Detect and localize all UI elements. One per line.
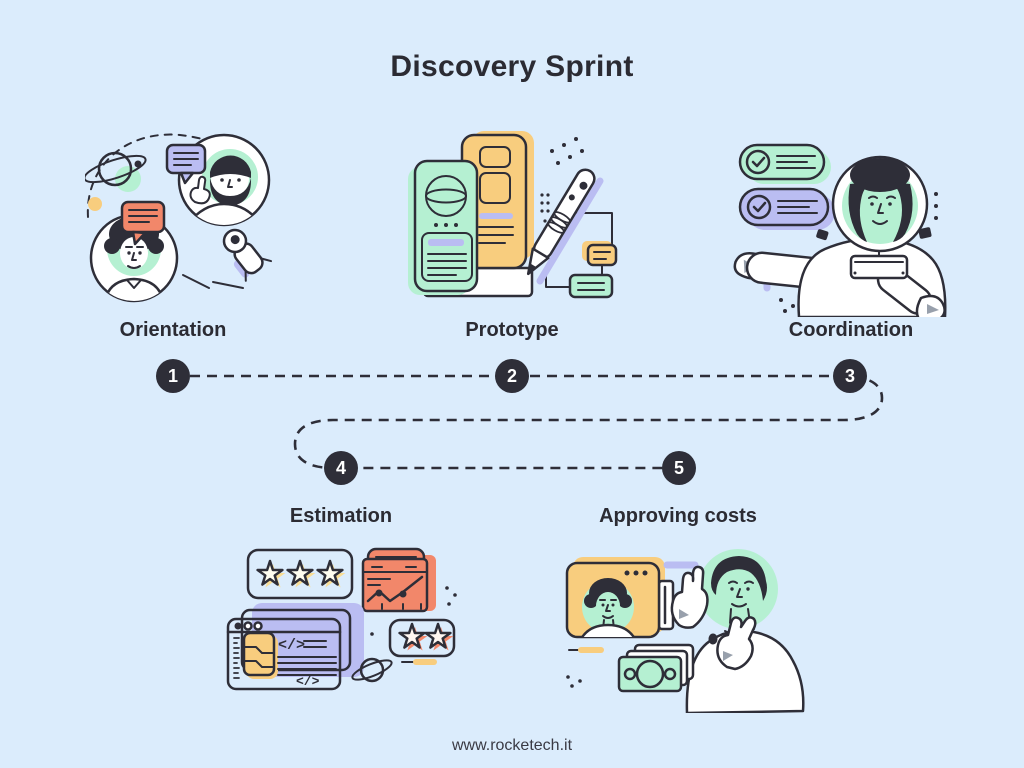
code-glyph: </> (278, 637, 305, 654)
two-star-rating-box (388, 618, 456, 665)
step-label-approving-costs: Approving costs (599, 505, 757, 527)
checklist-item-green (738, 143, 831, 184)
astronaut-checklist-illustration (733, 143, 947, 317)
code-glyph: </> (296, 674, 320, 689)
video-call-window (565, 557, 675, 639)
speech-bubble-purple-icon (165, 143, 207, 185)
step-label-orientation: Orientation (119, 319, 227, 341)
team-chat-rocket-illustration (85, 133, 273, 303)
dots-pattern (370, 586, 457, 636)
three-star-rating-panel (246, 548, 354, 600)
approving-person-figure (670, 549, 805, 713)
rocket-icon (182, 228, 273, 289)
step-badge-3: 3 (833, 359, 867, 393)
step-label-prototype: Prototype (465, 319, 559, 341)
flowchart-nodes (545, 212, 618, 299)
speech-bubble-orange-icon (120, 200, 166, 246)
wireframe-phone-green (408, 159, 479, 295)
astronaut-figure (733, 155, 947, 317)
step-badge-1: 1 (156, 359, 190, 393)
step-badge-5: 5 (662, 451, 696, 485)
dots-pattern (779, 192, 938, 313)
page-title: Discovery Sprint (390, 50, 634, 83)
step-label-coordination: Coordination (788, 319, 914, 341)
footer-url: www.rocketech.it (451, 737, 573, 754)
video-call-money-illustration (565, 549, 805, 713)
checklist-item-purple (738, 187, 835, 230)
money-banknotes-icon (617, 643, 695, 693)
step-label-estimation: Estimation (289, 505, 393, 527)
code-browser-window: </> </> (226, 603, 364, 691)
analytics-chart-window (361, 547, 436, 613)
mobile-wireframes-pen-illustration (408, 131, 618, 299)
star-ratings-chart-code-illustration: </> </> (226, 547, 457, 691)
saturn-planet-icon (85, 151, 147, 192)
step-badge-2: 2 (495, 359, 529, 393)
pen-icon (526, 168, 604, 285)
saturn-planet-icon (351, 657, 393, 683)
step-badge-4: 4 (324, 451, 358, 485)
